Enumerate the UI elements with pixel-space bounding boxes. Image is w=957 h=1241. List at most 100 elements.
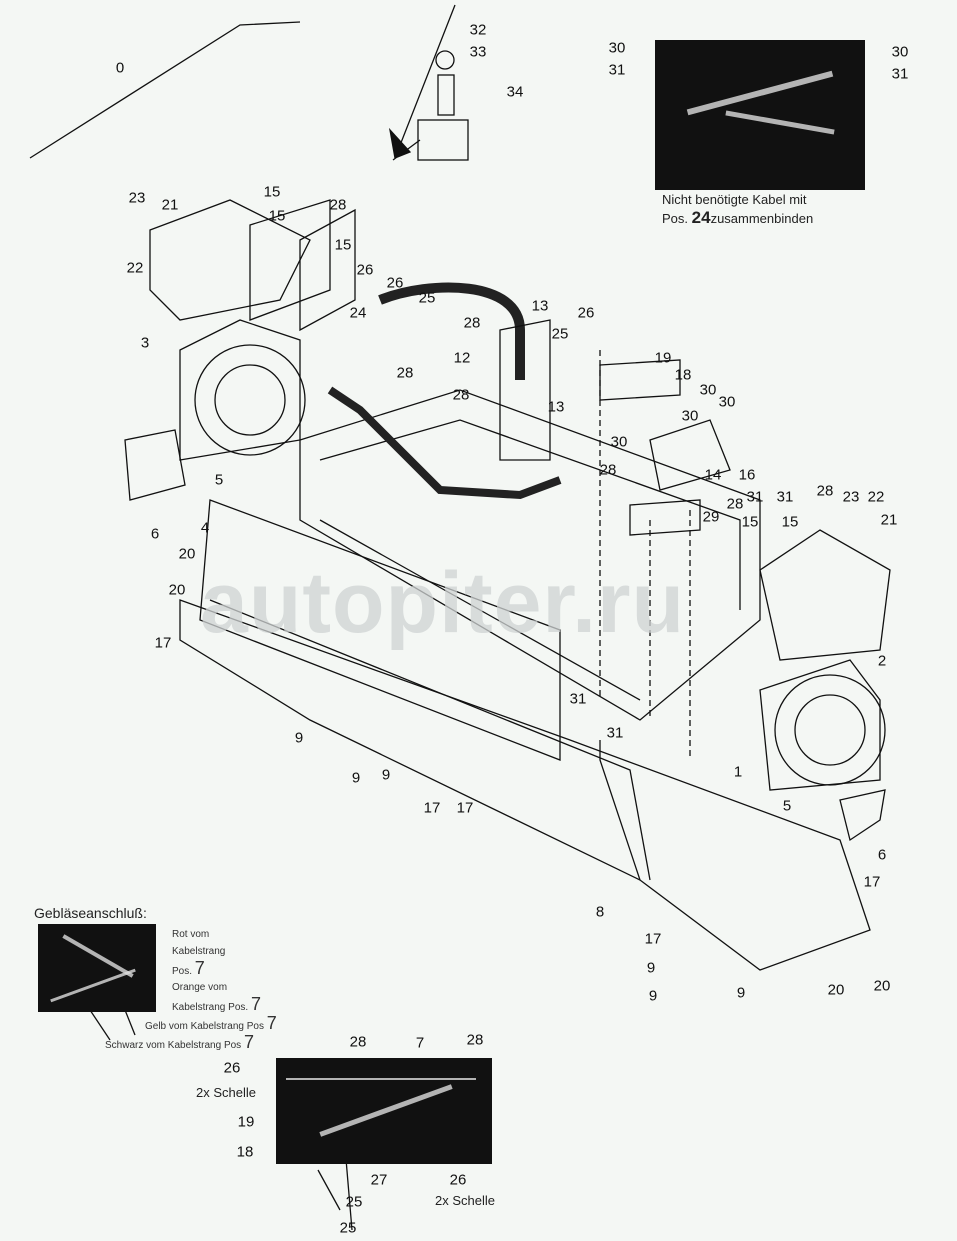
callout-number: 27 [370, 1171, 388, 1189]
photo-caption-line1: Nicht benötigte Kabel mit [662, 192, 807, 207]
callout-number: 25 [551, 325, 569, 343]
callout-number: 26 [223, 1059, 241, 1077]
base-tray [179, 599, 871, 971]
callout-number: 16 [738, 466, 756, 484]
assembly-leader-line [29, 21, 301, 159]
callout-number: 30 [681, 407, 699, 425]
callout-number: 9 [294, 729, 304, 747]
blower-cover-left [249, 199, 356, 332]
callout-number: 24 [349, 304, 367, 322]
callout-number: 14 [704, 466, 722, 484]
callout-number: 20 [178, 545, 196, 563]
callout-number: 6 [150, 525, 160, 543]
callout-number: 29 [702, 508, 720, 526]
photo-cable-bundle [655, 40, 865, 190]
callout-number: 30 [718, 393, 736, 411]
valve-part [417, 119, 469, 161]
callout-number: 15 [781, 513, 799, 531]
note-red: Rot vom Kabelstrang Pos. 7 [172, 929, 226, 978]
photo-clamps [276, 1058, 492, 1164]
callout-number: 9 [351, 769, 361, 787]
callout-number: 20 [827, 981, 845, 999]
callout-number: 26 [449, 1171, 467, 1189]
callout-number: 21 [161, 196, 179, 214]
callout-number: 28 [329, 196, 347, 214]
callout-number: 31 [746, 488, 764, 506]
callout-number: 15 [268, 207, 286, 225]
callout-number: 12 [453, 349, 471, 367]
callout-number: 26 [386, 274, 404, 292]
duct-hose [378, 282, 525, 380]
callout-number: 6 [877, 846, 887, 864]
callout-number: 17 [423, 799, 441, 817]
callout-number: 7 [415, 1034, 425, 1052]
callout-number: 15 [741, 513, 759, 531]
callout-number: 1 [733, 763, 743, 781]
watermark: autopiter.ru [200, 555, 686, 651]
callout-number: 22 [126, 259, 144, 277]
callout-number: 31 [606, 724, 624, 742]
callout-number: 28 [396, 364, 414, 382]
clamp-note-2: 2x Schelle [435, 1193, 495, 1208]
callout-number: 3 [140, 334, 150, 352]
callout-number: 31 [776, 488, 794, 506]
callout-number: 23 [842, 488, 860, 506]
callout-number: 25 [345, 1193, 363, 1211]
callout-number: 5 [214, 471, 224, 489]
callout-number: 13 [547, 398, 565, 416]
callout-number: 18 [674, 366, 692, 384]
mounting-plate [499, 319, 551, 461]
callout-number: 9 [646, 959, 656, 977]
callout-number: 30 [610, 433, 628, 451]
blower-fan-right [774, 674, 886, 786]
callout-number: 31 [569, 690, 587, 708]
callout-number: 28 [452, 386, 470, 404]
photo-caption-line2: Pos. 24zusammenbinden [662, 208, 814, 227]
callout-number: 31 [891, 65, 909, 83]
callout-number: 28 [599, 461, 617, 479]
callout-number: 15 [263, 183, 281, 201]
note-orange: Orange vom Kabelstrang Pos. 7 [172, 982, 261, 1014]
callout-number: 17 [644, 930, 662, 948]
bracket-left [124, 429, 186, 501]
callout-number: 22 [867, 488, 885, 506]
main-frame [299, 389, 761, 721]
callout-number: 33 [469, 43, 487, 61]
callout-number: 31 [608, 61, 626, 79]
callout-number: 17 [154, 634, 172, 652]
callout-number: 28 [463, 314, 481, 332]
photo-blower-connection [38, 924, 156, 1012]
bracket-right [839, 789, 886, 842]
callout-number: 34 [506, 83, 524, 101]
callout-number: 30 [699, 381, 717, 399]
callout-number: 17 [456, 799, 474, 817]
side-panel [199, 499, 561, 761]
callout-number: 15 [334, 236, 352, 254]
callout-number: 25 [418, 289, 436, 307]
callout-number: 17 [863, 873, 881, 891]
callout-number: 28 [466, 1031, 484, 1049]
callout-number: 5 [782, 797, 792, 815]
callout-number: 21 [880, 511, 898, 529]
callout-number: 30 [608, 39, 626, 57]
callout-number: 20 [168, 581, 186, 599]
callout-number: 26 [577, 304, 595, 322]
callout-number: 28 [349, 1033, 367, 1051]
clamp-note-1: 2x Schelle [196, 1085, 256, 1100]
note-yellow: Gelb vom Kabelstrang Pos 7 [145, 1013, 277, 1033]
callout-number: 25 [339, 1219, 357, 1237]
callout-number: 19 [237, 1113, 255, 1131]
blower-connection-title: Gebläseanschluß: [34, 905, 147, 921]
callout-number: 32 [469, 21, 487, 39]
callout-number: 28 [816, 482, 834, 500]
callout-number: 9 [736, 984, 746, 1002]
callout-number: 13 [531, 297, 549, 315]
callout-number: 26 [356, 261, 374, 279]
callout-number: 8 [595, 903, 605, 921]
callout-number: 4 [200, 519, 210, 537]
blower-cover-right [759, 529, 891, 661]
blower-fan-left [194, 344, 306, 456]
callout-number: 0 [115, 59, 125, 77]
callout-number: 23 [128, 189, 146, 207]
callout-number: 9 [381, 766, 391, 784]
